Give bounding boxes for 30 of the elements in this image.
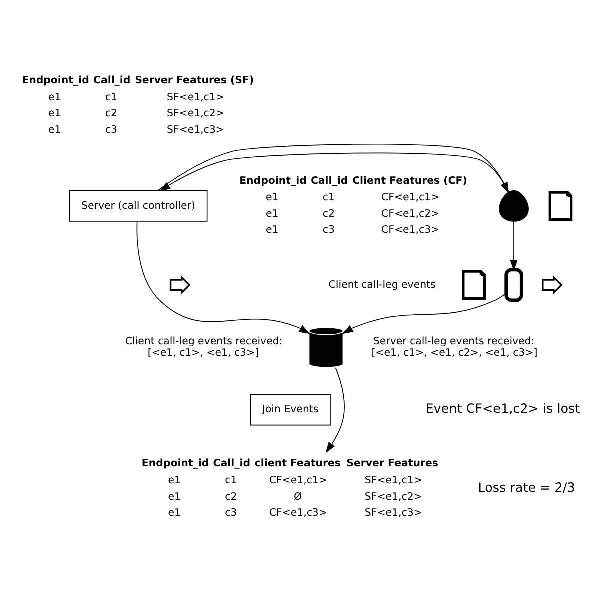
label: Client call-leg events: [328, 280, 436, 291]
label: e1: [48, 124, 62, 136]
node-text: Endpoint_id Call_id client Features Server Features e1 c1 CF<e1,c1> SF<e1,c1> e1 c2 Ø SF<e1,c2> e1 c3 CF<e1,c3> SF<e1,c3>: [142, 458, 438, 519]
label: Server Features (SF): [135, 76, 254, 86]
label: SF<e1,c2>: [166, 108, 224, 120]
label: c1: [322, 192, 335, 204]
label: Call_id: [93, 76, 131, 86]
label: SF<e1,c1>: [166, 92, 224, 104]
label: c2: [322, 208, 335, 220]
label: Call_id: [310, 176, 348, 187]
label: Client Features (CF): [352, 176, 468, 187]
node-label: Client call-leg events received: [<e1, c1>, <e1, c3>]: [125, 336, 283, 359]
label: Loss rate = 2/3: [478, 481, 576, 496]
label: c2: [105, 108, 118, 120]
label: e1: [266, 192, 279, 204]
label: e1: [48, 92, 62, 104]
node-label: Server call-leg events received: [<e1, c1>, <e1, c2>, <e1, c3>]: [372, 336, 538, 359]
label: CF<e1,c1>: [381, 192, 440, 204]
label: c3: [322, 225, 335, 236]
label: Endpoint_id: [22, 76, 90, 86]
label: c3: [105, 124, 118, 136]
label: e1: [48, 108, 62, 120]
label: Endpoint_id: [240, 176, 307, 187]
label: CF<e1,c2>: [381, 208, 440, 220]
label: c1: [105, 92, 118, 104]
label: CF<e1,c3>: [381, 225, 440, 236]
label: SF<e1,c3>: [166, 124, 224, 136]
label: Event CF<e1,c2> is lost: [426, 402, 580, 418]
label: e1: [266, 208, 279, 220]
label: e1: [266, 225, 279, 236]
